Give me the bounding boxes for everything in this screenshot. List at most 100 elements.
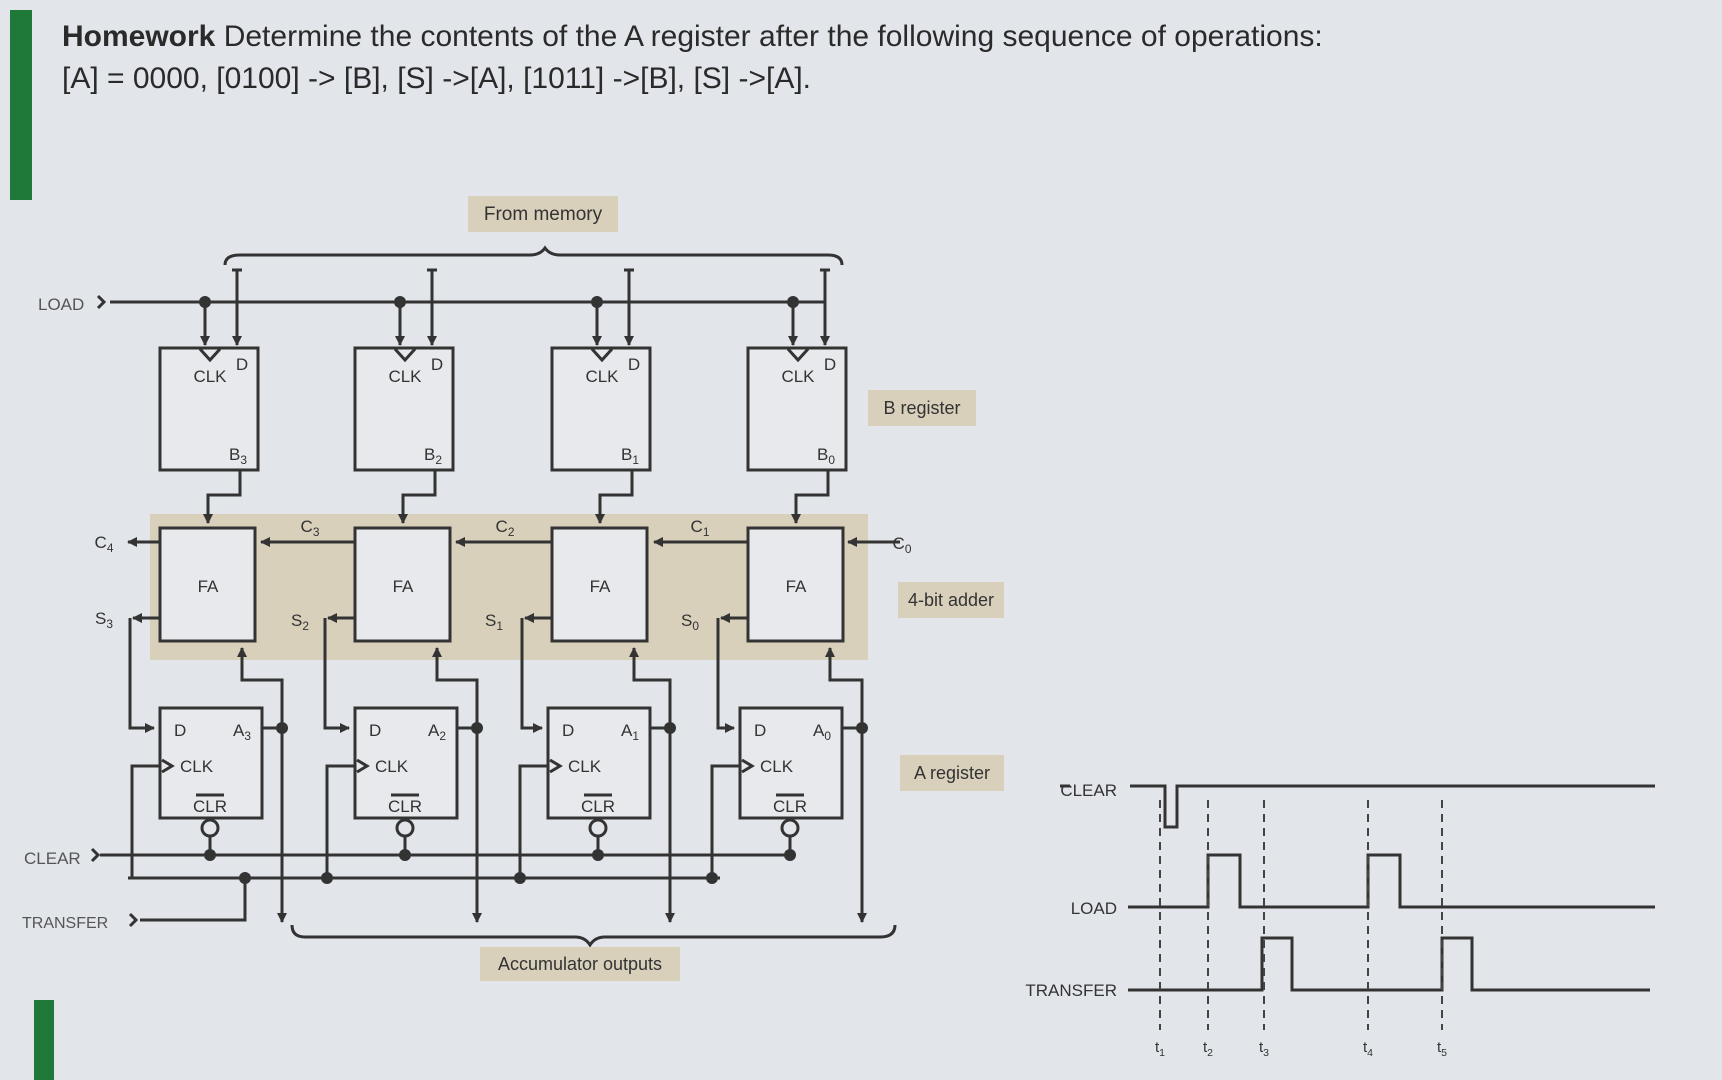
sum-label: S1 — [485, 611, 503, 633]
full-adder — [158, 526, 257, 643]
d-label: D — [562, 721, 574, 740]
b-register-cell — [550, 346, 652, 472]
d-label: D — [628, 355, 640, 374]
question-line-1: Homework Determine the contents of the A… — [62, 16, 1323, 58]
timing-clear-label: CLEAR — [1060, 781, 1117, 800]
output-brace — [290, 924, 897, 948]
clear-label: CLEAR — [24, 849, 81, 868]
from-memory-label: From memory — [484, 204, 603, 225]
clear-waveform — [1130, 784, 1655, 829]
a-feedback — [432, 647, 479, 728]
clk-label: CLK — [180, 757, 214, 776]
homework-label: Homework — [62, 20, 216, 53]
adder-label-box — [898, 582, 1004, 618]
transfer-to-clk — [325, 764, 355, 878]
clk-label: CLK — [781, 367, 815, 386]
transfer-label: TRANSFER — [22, 915, 108, 932]
b-register-cell — [746, 346, 848, 472]
a-register-label-box — [900, 755, 1004, 791]
b-to-fa — [203, 470, 242, 524]
b-output-label: B3 — [229, 445, 247, 467]
adder-label: 4-bit adder — [908, 590, 994, 610]
a-output-label: A2 — [428, 721, 446, 743]
load-waveform — [1128, 853, 1655, 909]
s-to-d — [716, 618, 735, 733]
load-label: LOAD — [38, 295, 84, 314]
clk-triangle — [786, 347, 810, 363]
a-feedback — [825, 647, 864, 728]
transfer-waveform — [1128, 936, 1650, 992]
clear-junction — [204, 849, 216, 861]
d-label: D — [236, 355, 248, 374]
clk-label: CLK — [568, 757, 602, 776]
a-output-label: A3 — [233, 721, 251, 743]
clk-triangle — [549, 758, 563, 774]
sum-label: S0 — [681, 611, 699, 633]
clk-label: CLK — [760, 757, 794, 776]
time-label-t4: t4 — [1363, 1039, 1373, 1059]
b-to-fa — [595, 470, 634, 524]
b-register-label: B register — [883, 398, 960, 418]
a-register-cell — [158, 706, 264, 820]
s-to-d — [520, 618, 543, 733]
b-register-label-box — [868, 390, 976, 426]
clk-label: CLK — [388, 367, 422, 386]
d-label: D — [754, 721, 766, 740]
question-prompt: Determine the contents of the A register… — [215, 20, 1323, 53]
question-text: Homework Determine the contents of the A… — [62, 16, 1323, 100]
carry-label: C1 — [691, 517, 710, 539]
clear-chevron — [90, 847, 101, 863]
clr-bubble — [200, 818, 220, 838]
fa-label: FA — [393, 577, 414, 596]
clk-triangle — [198, 347, 222, 363]
time-label-t3: t3 — [1259, 1039, 1269, 1059]
s-to-d — [323, 618, 350, 733]
carry-label: C3 — [301, 517, 320, 539]
clk-label: CLK — [193, 367, 227, 386]
time-label-t2: t2 — [1203, 1039, 1213, 1059]
d-label: D — [431, 355, 443, 374]
b-output-label: B0 — [817, 445, 835, 467]
accumulator-outputs-label-box — [480, 947, 680, 981]
full-adder — [550, 526, 649, 643]
b-register-cell — [353, 346, 455, 472]
a-register-cell — [353, 706, 459, 820]
b-output-label: B2 — [424, 445, 442, 467]
clr-label: CLR — [193, 797, 227, 816]
b-to-fa — [791, 470, 830, 524]
carry-label: C2 — [496, 517, 515, 539]
accent-bar-bottom — [34, 1000, 54, 1080]
fa-label: FA — [198, 577, 219, 596]
clr-bubble — [588, 818, 608, 838]
a-feedback — [629, 647, 672, 728]
transfer-to-clk — [518, 764, 548, 878]
b-output-label: B1 — [621, 445, 639, 467]
clear-junction — [592, 849, 604, 861]
timing-transfer-label: TRANSFER — [1025, 981, 1117, 1000]
clear-junction — [399, 849, 411, 861]
clr-label: CLR — [773, 797, 807, 816]
clk-triangle — [356, 758, 370, 774]
clr-label: CLR — [388, 797, 422, 816]
clear-junction — [784, 849, 796, 861]
transfer-to-clk — [130, 764, 160, 878]
clr-label: CLR — [581, 797, 615, 816]
a-register-label: A register — [914, 763, 990, 783]
load-chevron — [96, 294, 107, 310]
a-feedback — [237, 647, 284, 728]
transfer-chevron — [128, 912, 139, 928]
s3-label: S3 — [95, 609, 113, 631]
d-label: D — [174, 721, 186, 740]
full-adder — [746, 526, 845, 643]
b-to-fa — [398, 470, 437, 524]
accumulator-outputs-label: Accumulator outputs — [498, 954, 662, 974]
a-output-label: A1 — [621, 721, 639, 743]
c0-label: C0 — [893, 534, 912, 556]
a-output-label: A0 — [813, 721, 831, 743]
s-to-d — [128, 618, 155, 733]
operation-sequence: [A] = 0000, [0100] -> [B], [S] ->[A], [1… — [62, 62, 812, 95]
